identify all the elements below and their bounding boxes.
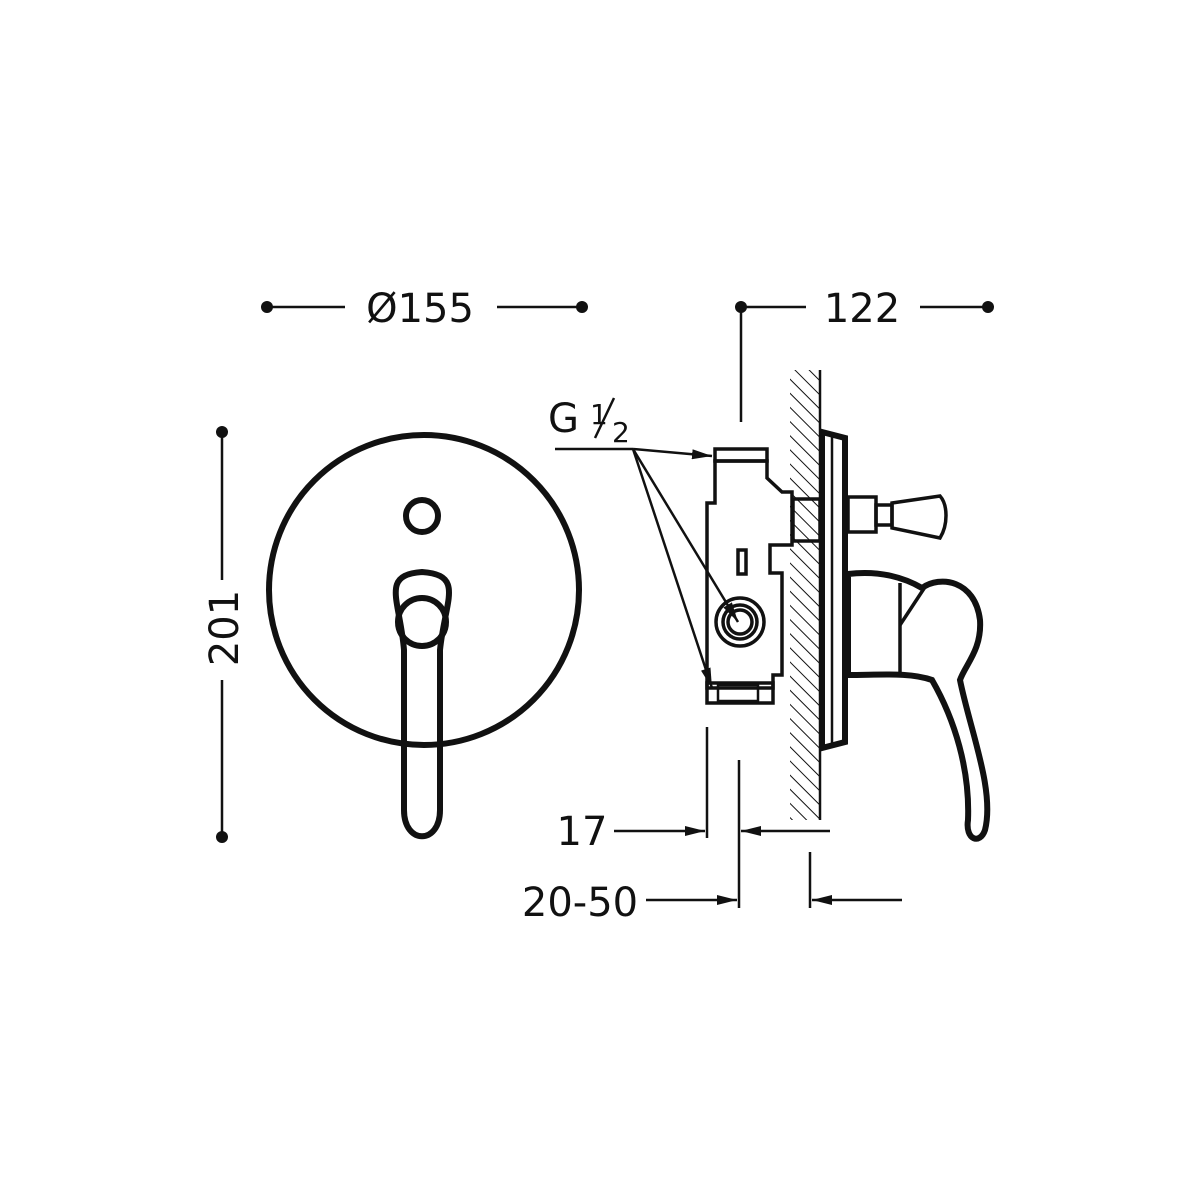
- height-label: 201: [202, 590, 248, 666]
- cover-plate-outline: [266, 432, 582, 748]
- min-offset-label: 17: [557, 809, 608, 855]
- diameter-label: Ø155: [366, 286, 474, 332]
- diverter-knob: [403, 497, 441, 535]
- lever-handle: [392, 568, 452, 840]
- diameter-dimension: Ø155: [261, 286, 588, 332]
- thread-label: G: [548, 396, 579, 442]
- wall-range-dimension: 20-50: [522, 852, 902, 926]
- side-view: [705, 428, 991, 842]
- height-dimension: 201: [202, 426, 248, 843]
- wall-range-label: 20-50: [522, 880, 638, 926]
- lever-hub: [395, 595, 449, 649]
- thread-callout: G 1 2: [548, 396, 740, 689]
- depth-dimension: 122: [735, 286, 994, 422]
- thread-fraction-den: 2: [612, 416, 630, 449]
- wall-section: [790, 370, 822, 820]
- front-view: [266, 432, 582, 840]
- depth-label: 122: [824, 286, 900, 332]
- min-offset-dimension: 17: [557, 727, 830, 908]
